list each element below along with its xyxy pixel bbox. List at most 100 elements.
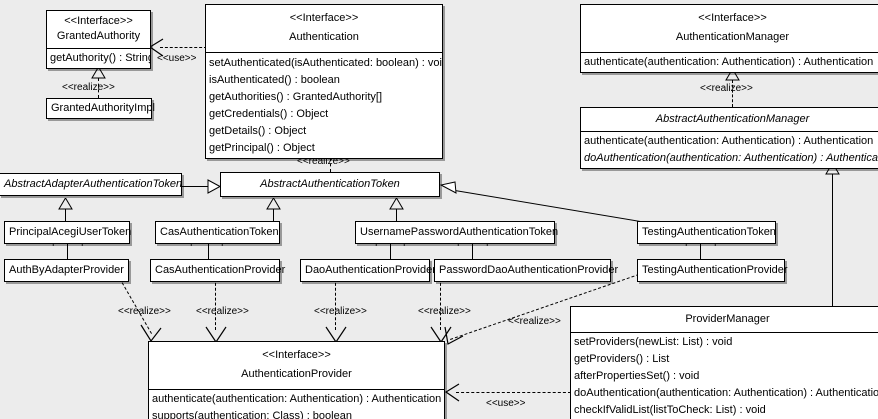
operation-row: getPrincipal() : Object [209,142,315,154]
class-username-password-authentication-token[interactable]: UsernamePasswordAuthenticationToken [355,221,559,244]
role-marker-plus: + [50,238,57,250]
class-name-label: GrantedAuthority [56,30,141,42]
role-marker-plus: + [79,238,86,250]
class-name-label: ProviderManager [685,313,770,325]
realize-line-grantedauthorityimpl [98,78,99,98]
class-abstract-authentication-token[interactable]: AbstractAuthenticationToken [220,172,440,197]
operations-compartment: authenticate(authentication: Authenticat… [581,52,878,72]
realize-line-abstracttoken-authentication [330,152,331,172]
class-name-label: AuthenticationManager [675,31,790,43]
role-marker-plus: + [373,238,380,250]
class-testing-authentication-token[interactable]: TestingAuthenticationToken [637,221,776,244]
role-marker-plus: + [683,238,690,250]
operation-row: getAuthorities() : GrantedAuthority[] [209,91,383,103]
role-marker-plus: + [401,238,408,250]
relation-label-realize: <<realize>> [700,83,753,94]
class-auth-by-adapter-provider[interactable]: AuthByAdapterProvider [4,259,129,282]
class-authentication[interactable]: <<Interface>> Authentication setAuthenti… [205,4,443,159]
class-name-label: DaoAuthenticationProvider [305,264,436,276]
dependency-line-authentication-grantedauthority [160,47,207,48]
association-line-cas [208,236,209,259]
stereotype-label: <<Interface>> [262,349,331,361]
association-line-username-dao [390,236,391,259]
class-name-label: CasAuthenticationToken [160,226,279,238]
operation-row: supports(authentication: Class) : boolea… [152,410,352,419]
operations-compartment: getAuthority() : String [47,48,150,68]
class-abstract-authentication-manager[interactable]: AbstractAuthenticationManager authentica… [580,107,878,169]
class-name-label: PasswordDaoAuthenticationProvider [439,264,619,276]
operation-row: checkIfValidList(listToCheck: List) : vo… [574,404,766,416]
relation-label-realize: <<realize>> [297,156,350,167]
generalization-line-usernamepasswordtoken [396,198,397,221]
operations-compartment: authenticate(authentication: Authenticat… [149,389,444,419]
operations-compartment: setProviders(newList: List) : void getPr… [571,332,878,419]
relation-label-realize: <<realize>> [508,316,561,327]
class-granted-authority[interactable]: <<Interface>> GrantedAuthority getAuthor… [46,10,151,69]
class-authentication-provider[interactable]: <<Interface>> AuthenticationProvider aut… [148,341,445,419]
class-header-password-dao-authentication-provider: PasswordDaoAuthenticationProvider [435,260,619,281]
stereotype-label: <<Interface>> [698,12,767,24]
class-header-abstract-authentication-manager: AbstractAuthenticationManager [581,108,878,131]
class-header-cas-authentication-provider: CasAuthenticationProvider [151,260,285,281]
class-name-label: Authentication [289,31,359,43]
class-header-provider-manager: ProviderManager [571,307,878,332]
class-name-label: TestingAuthenticationProvider [642,264,788,276]
operation-row: getCredentials() : Object [209,108,329,120]
class-header-dao-authentication-provider: DaoAuthenticationProvider [301,260,436,281]
dependency-line-providermanager-authenticationprovider [456,392,571,393]
relation-label-realize: <<realize>> [314,306,367,317]
class-name-label: PrincipalAcegiUserToken [9,226,132,238]
relation-label-use: <<use>> [157,53,197,64]
association-line-username-passworddao [472,236,473,259]
generalization-triangle-right-icon [440,181,457,194]
generalization-line-testingtoken [454,190,648,224]
class-dao-authentication-provider[interactable]: DaoAuthenticationProvider [300,259,436,282]
operation-row: afterPropertiesSet() : void [574,370,700,382]
class-name-label: AbstractAdapterAuthenticationToken [4,178,183,190]
role-marker-plus: + [484,238,491,250]
operation-row: setProviders(newList: List) : void [574,336,733,348]
operation-row: getProviders() : List [574,353,670,365]
class-cas-authentication-provider[interactable]: CasAuthenticationProvider [150,259,285,282]
class-principal-acegi-user-token[interactable]: PrincipalAcegiUserToken [4,221,132,244]
realize-line-dao [335,278,336,330]
role-marker-plus: + [712,238,719,250]
relation-label-realize: <<realize>> [418,306,471,317]
class-cas-authentication-token[interactable]: CasAuthenticationToken [155,221,280,244]
realize-line-abstractmanager-manager [732,80,733,107]
operations-compartment: authenticate(authentication: Authenticat… [581,131,878,168]
class-provider-manager[interactable]: ProviderManager setProviders(newList: Li… [570,306,878,419]
class-header-auth-by-adapter-provider: AuthByAdapterProvider [5,260,128,281]
class-name-label: AuthByAdapterProvider [9,264,124,276]
class-name-label: AuthenticationProvider [241,368,352,380]
class-header-username-password-authentication-token: UsernamePasswordAuthenticationToken [356,222,559,243]
class-authentication-manager[interactable]: <<Interface>> AuthenticationManager auth… [580,4,878,73]
generalization-line-providermanager-abstractmanager [832,174,833,306]
class-header-abstract-authentication-token: AbstractAuthenticationToken [221,173,439,196]
open-arrowhead-icon [444,383,460,402]
generalization-line-principaltoken [65,209,66,221]
relation-label-realize: <<realize>> [62,82,115,93]
class-password-dao-authentication-provider[interactable]: PasswordDaoAuthenticationProvider [434,259,619,282]
operation-row: setAuthenticated(isAuthenticated: boolea… [209,57,442,69]
class-name-label: GrantedAuthorityImpl [51,102,155,114]
class-header-testing-authentication-provider: TestingAuthenticationProvider [638,260,788,281]
role-marker-plus: + [188,238,195,250]
class-name-label: AbstractAuthenticationToken [260,178,400,190]
class-header-principal-acegi-user-token: PrincipalAcegiUserToken [5,222,132,243]
class-abstract-adapter-authentication-token[interactable]: AbstractAdapterAuthenticationToken [0,173,182,196]
operation-row: getDetails() : Object [209,125,307,137]
class-name-label: AbstractAuthenticationManager [655,113,810,125]
class-header-authentication-manager: <<Interface>> AuthenticationManager [581,5,878,52]
operation-row: isAuthenticated() : boolean [209,74,340,86]
class-testing-authentication-provider[interactable]: TestingAuthenticationProvider [637,259,788,282]
class-name-label: UsernamePasswordAuthenticationToken [360,226,559,238]
generalization-line-adaptertoken-abstracttoken [182,186,214,187]
class-header-authentication: <<Interface>> Authentication [206,5,442,52]
operation-row: doAuthentication(authentication: Authent… [584,152,878,164]
relation-label-realize: <<realize>> [118,306,171,317]
class-header-granted-authority-impl: GrantedAuthorityImpl [47,99,155,118]
stereotype-label: <<Interface>> [64,15,133,27]
operation-row: authenticate(authentication: Authenticat… [152,393,442,405]
class-granted-authority-impl[interactable]: GrantedAuthorityImpl [46,98,155,119]
